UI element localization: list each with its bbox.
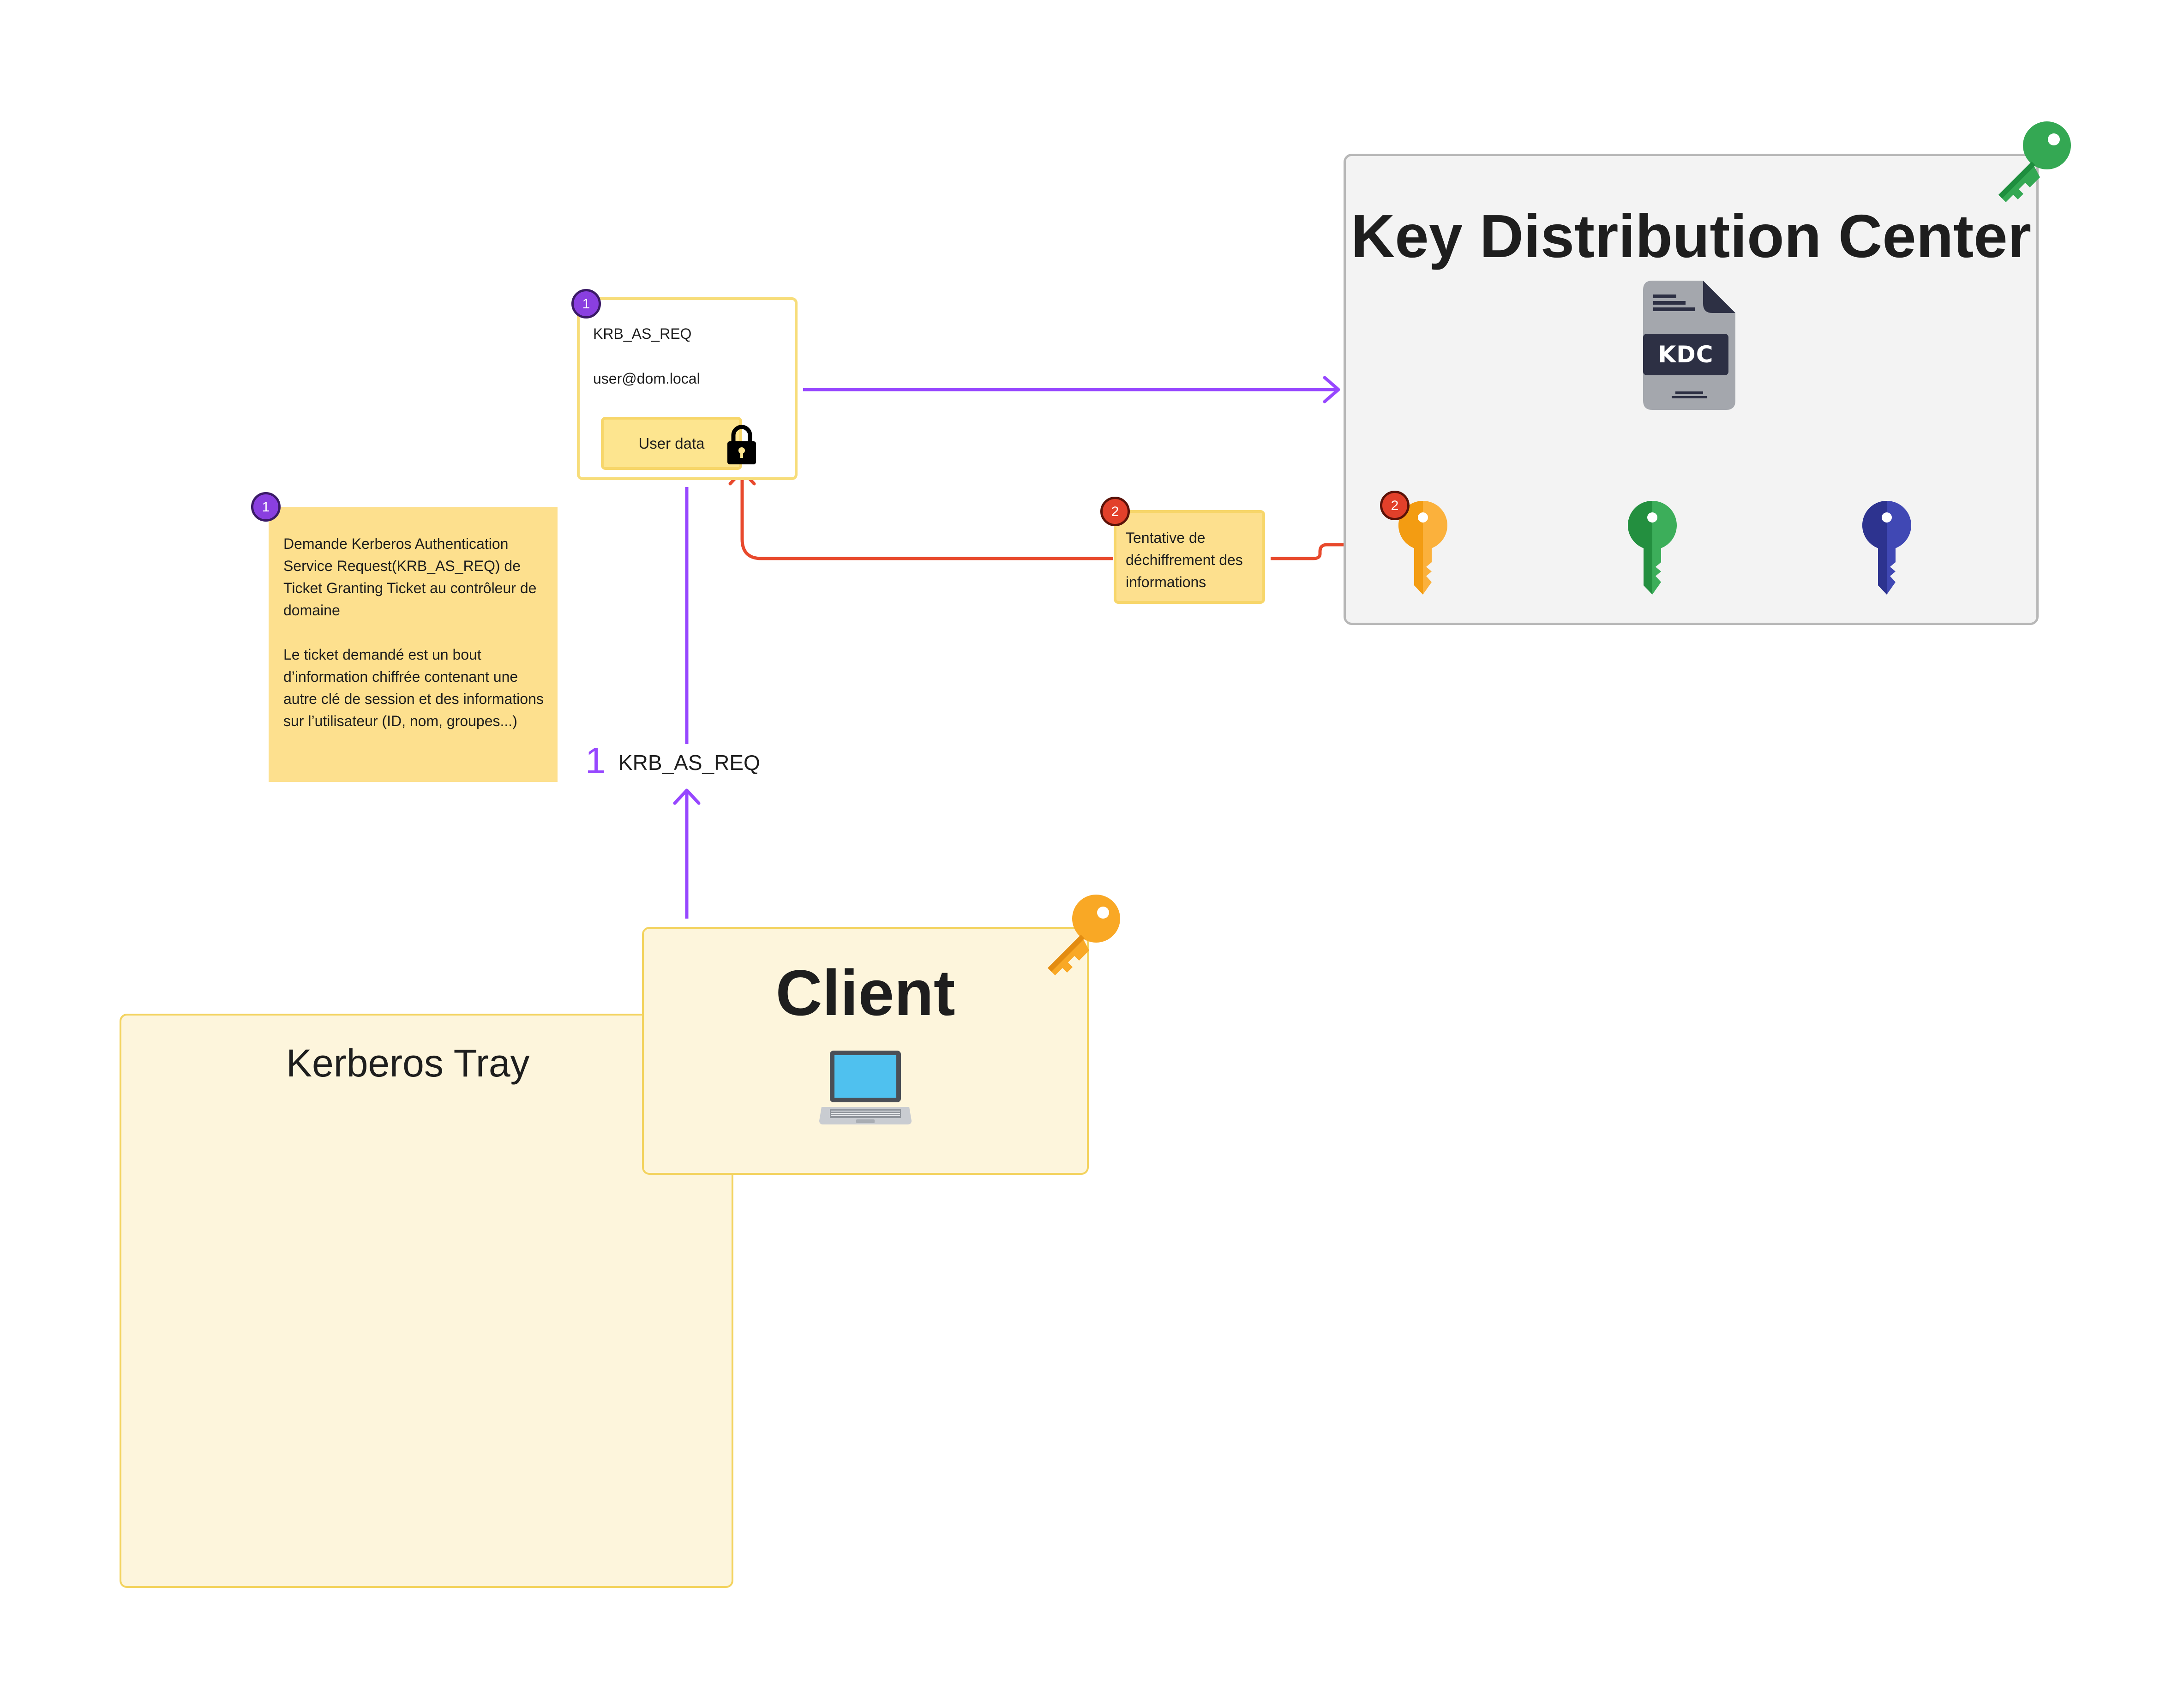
arrowhead-up-lower (673, 788, 701, 805)
kdc-file-label: KDC (1658, 341, 1714, 368)
kerberos-tray-frame[interactable] (120, 1014, 733, 1588)
client-title: Client (775, 956, 955, 1029)
note-step-badge-2: 2 (1100, 497, 1130, 526)
key-step-badge: 2 (1380, 491, 1410, 520)
explanation-note-para1: Demande Kerberos Authentication Service … (283, 535, 537, 619)
edge-label[interactable]: KRB_AS_REQ (618, 751, 760, 775)
kdc-title: Key Distribution Center (1350, 202, 2032, 270)
message-step-badge: 1 (571, 289, 601, 319)
green-key-icon[interactable] (1627, 500, 1678, 597)
laptop-icon (819, 1051, 912, 1124)
arrowhead-right (1323, 376, 1340, 403)
message-principal: user@dom.local (593, 370, 700, 387)
arrow-key-to-note (1271, 543, 1383, 560)
decryption-note[interactable]: Tentative de déchiffrement des informati… (1114, 510, 1265, 604)
explanation-note[interactable]: Demande Kerberos Authentication Service … (269, 507, 558, 782)
kdc-file-icon: KDC (1643, 281, 1735, 410)
edge-step-number: 1 (585, 740, 606, 781)
note-step-badge-1: 1 (251, 492, 281, 522)
arrow-note-to-lock (740, 471, 1113, 560)
kdc-green-key-icon (1998, 121, 2071, 202)
user-data-payload[interactable]: User data (601, 417, 742, 470)
client-orange-key-icon (1048, 895, 1120, 975)
explanation-note-para2: Le ticket demandé est un bout d’informat… (283, 646, 544, 729)
message-type: KRB_AS_REQ (593, 325, 692, 342)
lock-icon (727, 425, 756, 464)
kerberos-tray-title: Kerberos Tray (286, 1041, 530, 1085)
blue-key-icon[interactable] (1861, 500, 1912, 597)
